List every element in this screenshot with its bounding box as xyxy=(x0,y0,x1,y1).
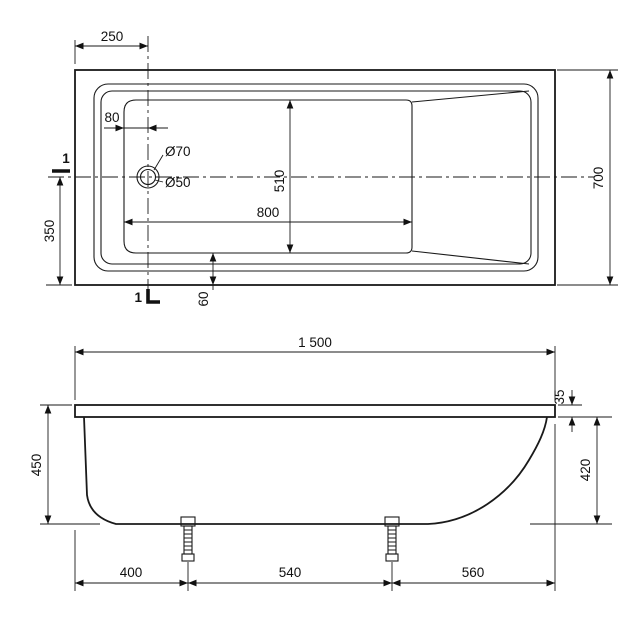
side-view: 1 500 35 420 450 xyxy=(29,335,612,591)
dim-60-label: 60 xyxy=(196,291,211,306)
dim-350: 350 xyxy=(42,177,72,286)
rim-outer-contour xyxy=(93,83,539,272)
top-view: 250 80 510 800 350 60 xyxy=(42,29,618,307)
leader-line xyxy=(154,179,164,183)
leader-line xyxy=(153,154,164,171)
dim-35: 35 xyxy=(552,389,612,432)
rim-inner-contour xyxy=(100,90,532,265)
dim-60: 60 xyxy=(196,253,217,307)
dim-1500: 1 500 xyxy=(74,335,556,400)
tub-outer-outline xyxy=(74,69,556,286)
section-label-bottom: 1 xyxy=(134,290,142,305)
basin-floor-contour xyxy=(123,99,413,254)
shell-profile xyxy=(83,416,548,525)
dim-bottom-chain: 400 540 560 xyxy=(74,424,556,591)
dim-250: 250 xyxy=(74,29,148,64)
foot-rear xyxy=(384,516,400,562)
dim-450: 450 xyxy=(29,404,100,525)
drain-inner-circle xyxy=(139,168,157,186)
dim-700-label: 700 xyxy=(591,167,606,190)
dim-510: 510 xyxy=(272,100,294,253)
dim-510-label: 510 xyxy=(272,170,287,193)
dim-420-label: 420 xyxy=(578,459,593,482)
foot-thread-lines xyxy=(184,529,192,551)
dim-1500-label: 1 500 xyxy=(298,335,332,350)
drain-outer-circle xyxy=(136,165,160,189)
dim-35-label: 35 xyxy=(552,389,567,404)
dim-540-label: 540 xyxy=(279,565,302,580)
foot-base xyxy=(385,553,399,562)
drain-inner-label: Ø50 xyxy=(165,175,191,190)
dim-80-label: 80 xyxy=(104,110,119,125)
section-tick-bottom xyxy=(146,289,160,304)
dim-700: 700 xyxy=(557,69,618,286)
slope-edge-bottom xyxy=(411,250,530,265)
dim-250-label: 250 xyxy=(101,29,124,44)
dim-450-label: 450 xyxy=(29,454,44,477)
dim-800-label: 800 xyxy=(257,205,280,220)
dim-400-label: 400 xyxy=(120,565,143,580)
foot-base xyxy=(181,553,195,562)
rim-flange xyxy=(74,404,556,418)
section-label-left: 1 xyxy=(62,151,70,166)
drain-outer-label: Ø70 xyxy=(165,144,191,159)
dim-800: 800 xyxy=(124,205,412,226)
dim-80: 80 xyxy=(104,110,168,132)
dim-350-label: 350 xyxy=(42,220,57,243)
drain-labels: Ø70 Ø50 xyxy=(153,144,191,190)
slope-edge-top xyxy=(411,90,530,103)
dim-420: 420 xyxy=(530,417,612,525)
foot-thread-lines xyxy=(388,529,396,551)
dim-560-label: 560 xyxy=(462,565,485,580)
foot-front xyxy=(180,516,196,562)
section-marks: 1 1 xyxy=(52,151,160,305)
